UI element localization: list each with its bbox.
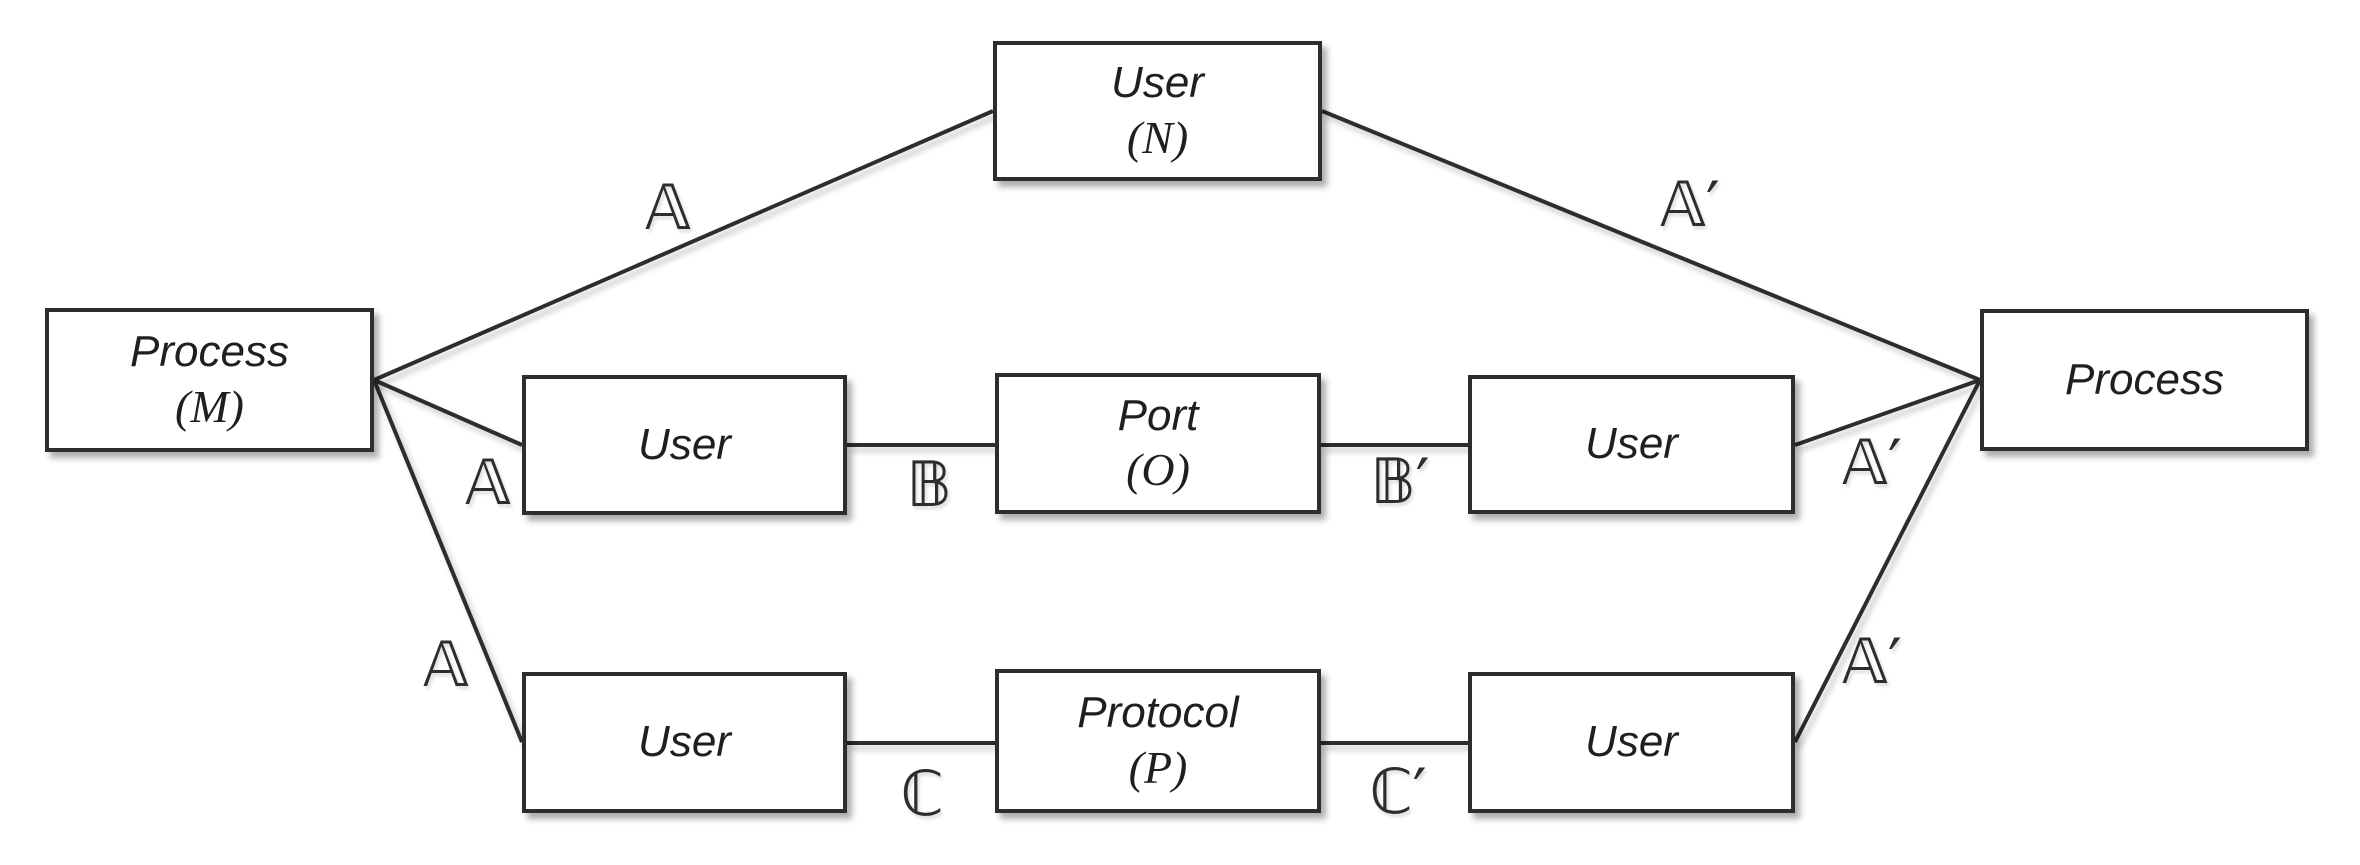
edge-a-prime-mid-line <box>1794 378 1981 447</box>
edge-a-prime-bot-line <box>1793 379 1982 743</box>
node-user-mid-left: User <box>522 375 847 515</box>
node-protocol-p-sublabel: (P) <box>1128 741 1188 793</box>
node-protocol-p: Protocol (P) <box>995 669 1321 813</box>
node-user-bot-left-label: User <box>638 717 731 767</box>
edge-label-a-mid: 𝔸 <box>465 446 511 519</box>
edge-label-b: 𝔹 <box>906 448 952 521</box>
node-user-bot-right: User <box>1468 672 1795 813</box>
node-protocol-p-label: Protocol <box>1077 688 1239 737</box>
node-user-n-sublabel: (N) <box>1126 111 1189 163</box>
node-port-o-sublabel: (O) <box>1126 444 1190 496</box>
node-process-m-label: Process <box>130 327 289 376</box>
node-port-o: Port (O) <box>995 373 1321 514</box>
edge-a-top-line <box>373 109 994 382</box>
node-user-n-label: User <box>1111 58 1204 107</box>
node-process-m-sublabel: (M) <box>175 380 244 432</box>
edge-label-a-prime-top: 𝔸′ <box>1659 168 1721 241</box>
node-user-bot-left: User <box>522 672 847 813</box>
node-user-mid-left-label: User <box>638 419 731 469</box>
edge-label-c-prime: ℂ′ <box>1369 755 1427 828</box>
edge-label-a-prime-bot: 𝔸′ <box>1841 625 1903 698</box>
node-process-right-label: Process <box>2065 354 2224 404</box>
edge-a-bot-line <box>372 379 524 743</box>
edge-label-a-top: 𝔸 <box>645 171 691 244</box>
edge-a-mid-line <box>373 378 523 447</box>
edge-label-a-prime-mid: 𝔸′ <box>1841 426 1903 499</box>
edge-label-c: ℂ <box>900 757 944 830</box>
node-process-right: Process <box>1980 309 2309 451</box>
edge-label-a-bot: 𝔸 <box>423 628 469 701</box>
node-user-mid-right: User <box>1468 375 1795 514</box>
node-user-n: User (N) <box>993 41 1322 181</box>
node-process-m: Process (M) <box>45 308 374 452</box>
node-user-mid-right-label: User <box>1585 419 1678 469</box>
edge-a-prime-top-line <box>1321 109 1981 382</box>
node-port-o-label: Port <box>1117 390 1199 440</box>
edge-label-b-prime: 𝔹′ <box>1370 445 1430 518</box>
node-user-bot-right-label: User <box>1585 717 1678 767</box>
